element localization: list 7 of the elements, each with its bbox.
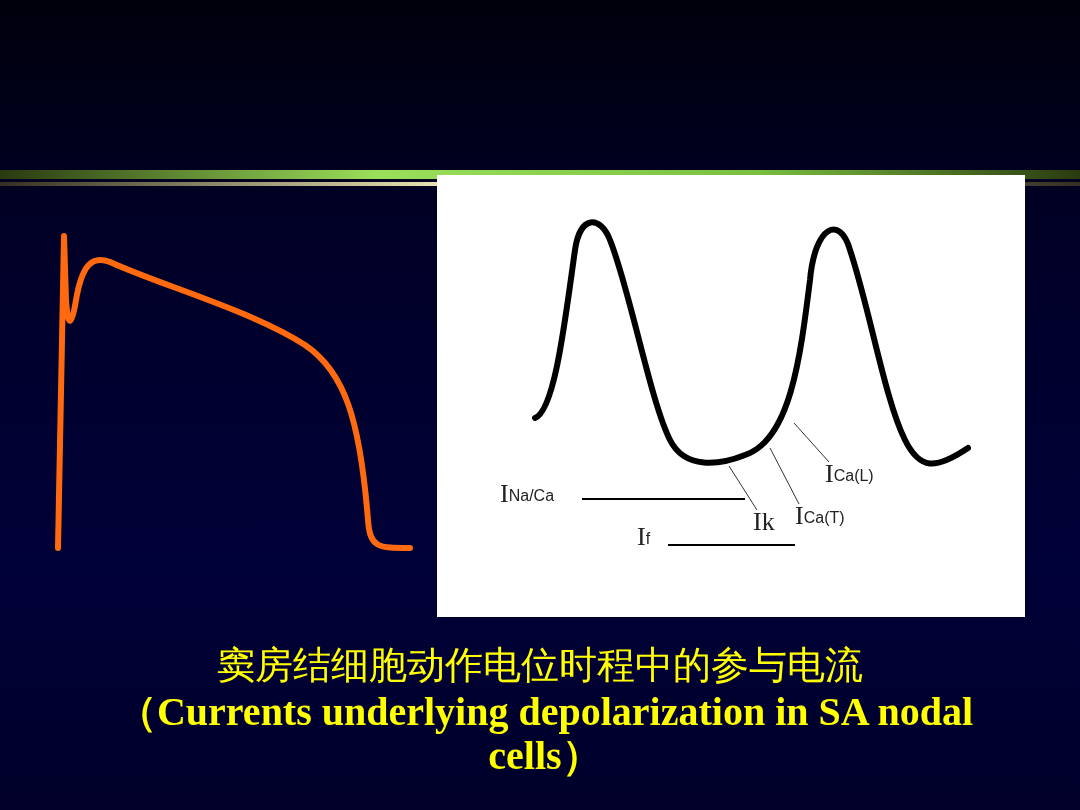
leader-line [728,465,758,511]
title: 窦房结细胞动作电位时程中的参与电流 [216,642,864,689]
caption: （Currents underlying depolarization in SA nodal cells） [115,690,975,778]
leader-line [793,422,830,463]
leader-line [769,447,800,505]
pacemaker-potential-curve [532,219,971,467]
current-label: Ik [753,508,775,536]
